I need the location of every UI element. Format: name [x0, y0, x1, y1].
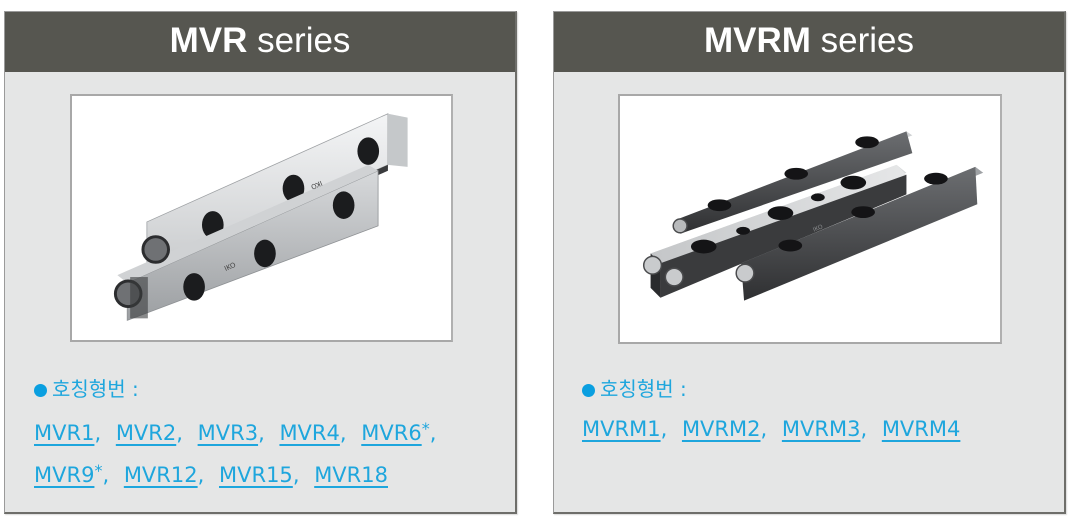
- mvr-rail-illustration: IKO IKO: [113, 113, 408, 321]
- model-link-item: MVRM1,: [582, 417, 668, 441]
- model-link-mvr6[interactable]: MVR6: [361, 421, 422, 445]
- model-link-item: MVR15,: [219, 463, 300, 487]
- panel-header: MVR series: [5, 12, 515, 72]
- model-link-mvr4[interactable]: MVR4: [279, 421, 340, 445]
- model-number-label-text: 호칭형번 :: [52, 377, 139, 401]
- model-link-mvr3[interactable]: MVR3: [197, 421, 259, 445]
- model-link-item: MVR12,: [123, 463, 205, 487]
- model-link-item: MVR3,: [197, 421, 265, 445]
- model-link-item: MVRM3,: [781, 417, 868, 441]
- mvrm-series-panel: MVRM series: [553, 11, 1066, 514]
- model-link-mvrm4[interactable]: MVRM4: [881, 417, 961, 441]
- product-image: IKO IKO: [70, 94, 453, 342]
- panel-header: MVRM series: [554, 12, 1064, 72]
- model-link-mvr1[interactable]: MVR1: [34, 421, 95, 445]
- model-link-mvr9[interactable]: MVR9: [34, 463, 95, 487]
- model-link-mvrm2[interactable]: MVRM2: [681, 417, 761, 441]
- model-links: MVRM1, MVRM2, MVRM3, MVRM4: [582, 410, 1054, 448]
- series-model-name: MVR: [169, 21, 248, 60]
- mvrm-rail-illustration: IKO: [642, 131, 984, 301]
- model-link-mvrm1[interactable]: MVRM1: [582, 417, 661, 441]
- mvr-series-panel: MVR series: [4, 11, 517, 514]
- bullet-icon: [34, 383, 47, 397]
- model-number-section: 호칭형번 : MVR1, MVR2, MVR3, MVR4, MVR6*, MV…: [34, 374, 505, 494]
- model-link-mvr2[interactable]: MVR2: [115, 421, 177, 445]
- model-link-item: MVR18: [314, 463, 388, 487]
- model-link-mvr18[interactable]: MVR18: [314, 463, 388, 487]
- series-model-name: MVRM: [703, 21, 811, 60]
- model-link-item: MVR1,: [34, 421, 102, 445]
- asterisk-note: *: [94, 461, 103, 480]
- model-link-item: MVR9*,: [34, 461, 110, 487]
- model-link-mvr15[interactable]: MVR15: [219, 463, 293, 487]
- model-number-section: 호칭형번 : MVRM1, MVRM2, MVRM3, MVRM4: [582, 374, 1054, 448]
- model-number-label: 호칭형번 :: [34, 374, 505, 404]
- model-link-item: MVR2,: [115, 421, 183, 445]
- bullet-icon: [582, 383, 595, 397]
- model-number-label-text: 호칭형번 :: [600, 377, 687, 401]
- model-link-mvr12[interactable]: MVR12: [123, 463, 198, 487]
- model-number-label: 호칭형번 :: [582, 374, 1054, 404]
- model-link-item: MVR4,: [279, 421, 347, 445]
- series-suffix: series: [247, 21, 351, 60]
- product-image: IKO: [618, 94, 1002, 344]
- svg-text:IKO: IKO: [812, 224, 824, 233]
- model-link-mvrm3[interactable]: MVRM3: [781, 417, 861, 441]
- model-link-item: MVRM2,: [681, 417, 768, 441]
- asterisk-note: *: [421, 419, 430, 438]
- model-link-item: MVRM4: [882, 417, 961, 441]
- model-link-item: MVR6*,: [361, 419, 437, 445]
- series-suffix: series: [810, 21, 915, 60]
- model-links: MVR1, MVR2, MVR3, MVR4, MVR6*, MVR9*, MV…: [34, 410, 505, 494]
